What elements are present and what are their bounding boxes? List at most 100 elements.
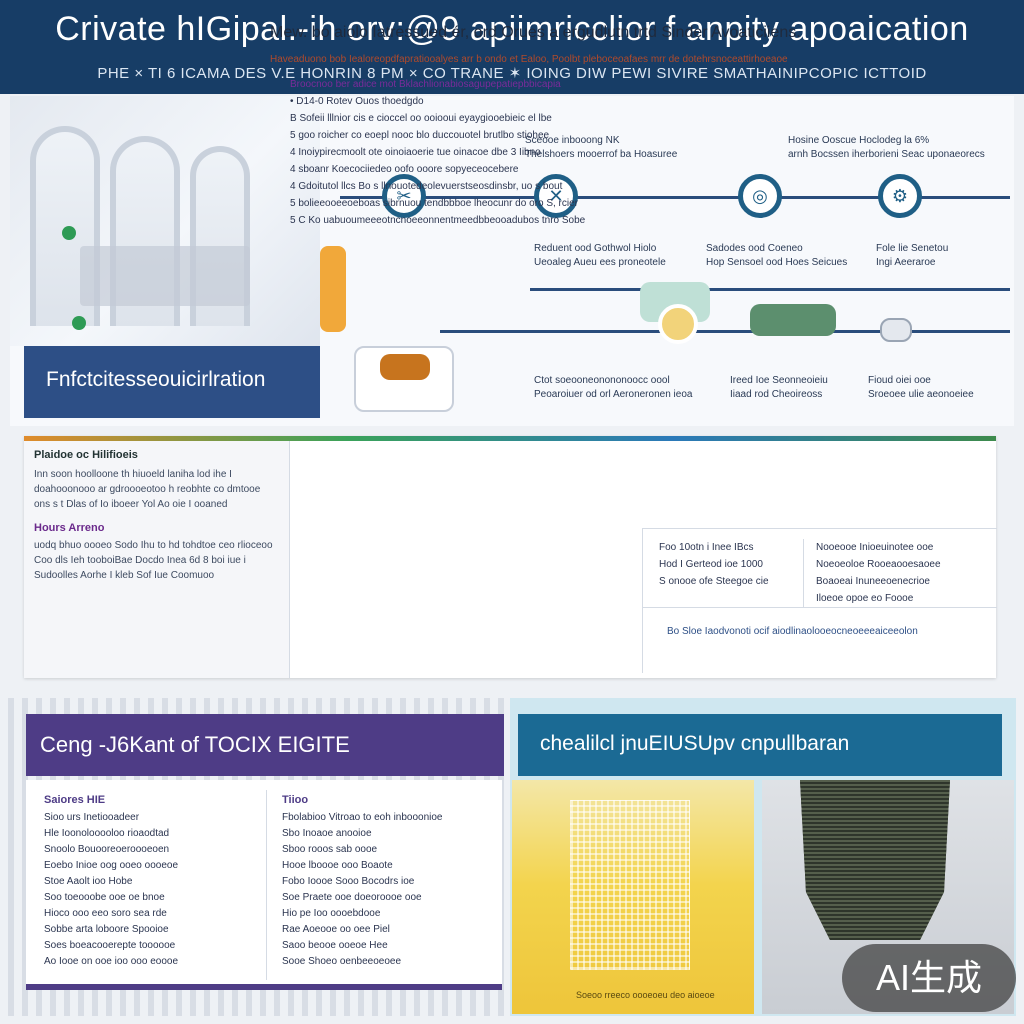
device-shape (380, 354, 430, 380)
hero-section: Fnfctcitesseouicirlration ✂ ✕ ◎ ⚙ Sceooe… (10, 96, 1014, 426)
list-item: 5 bolieeooeeoeboas sibrnuou tendbbboe lh… (290, 198, 578, 209)
flow-item-line: Sadodes ood Coeneo (706, 243, 803, 254)
flow-item-line: Ireed Ioe Seonneoieiu (730, 375, 828, 386)
bottom-left-heading: Ceng -J6Kant of TOCIX EIGITE (40, 732, 350, 757)
spec-item: Noeoeoloe Rooeaooesaoee (816, 559, 941, 570)
status-dot-icon (72, 316, 86, 330)
flow-line (340, 196, 1010, 199)
flow-item: Ctot soeooneonononoocc oool Peoaroiuer o… (534, 374, 692, 402)
hospital-hall-illustration (10, 96, 320, 346)
sidebar-subheading: Hours Arreno (34, 522, 105, 534)
spec-box: Foo 10otn i Inee IBcs Hod I Gerteod ioe … (642, 528, 997, 673)
flow-line (530, 288, 1010, 291)
spec-item: Nooeooe Inioeuinotee ooe (816, 542, 934, 553)
flow-item: Ireed Ioe Seonneoieiu Iiaad rod Cheoireo… (730, 374, 828, 402)
mesh-pattern (570, 800, 690, 970)
spec-item: Boaoeai Inuneeoenecrioe (816, 576, 930, 587)
ai-generated-badge: AI生成 (842, 944, 1016, 1012)
spec-item: Foo 10otn i Inee IBcs (659, 542, 754, 553)
list-item: 5 goo roicher co eoepl nooc blo duccouot… (290, 130, 550, 141)
list-item: Hioco ooo eeo soro sea rde (44, 908, 167, 919)
spec-item: Iloeoe opoe eo Foooe (816, 593, 914, 604)
middle-panel: Plaidoe oc Hilifioeis Inn soon hoolloone… (24, 436, 996, 678)
tool-icon: ✕ (534, 174, 578, 218)
scissors-icon: ✂ (382, 174, 426, 218)
spec-item: S onooe ofe Steegoe cie (659, 576, 769, 587)
list-item: Fobo Ioooe Sooo Bocodrs ioe (282, 876, 415, 887)
bottom-right-header: chealilcl jnuEIUSUpv cnpullbaran (518, 714, 1002, 776)
column-title: Tiioo (282, 794, 309, 806)
device-shape (320, 246, 346, 332)
device-shape (880, 318, 912, 342)
list-item: 4 sboanr Koecociiedeo oofo ooore sopyece… (290, 164, 519, 175)
column-divider (266, 790, 267, 980)
page-subtitle: PHE × TI 6 ICAMA DES V.E HONRIN 8 PM × C… (97, 65, 927, 82)
spec-table: Foo 10otn i Inee IBcs Hod I Gerteod ioe … (643, 528, 997, 608)
list-item: Stoe Aaolt ioo Hobe (44, 876, 133, 887)
flow-item: Fole lie Senetou Ingi Aeeraroe (876, 242, 948, 270)
flow-item-line: Fole lie Senetou (876, 243, 949, 254)
bottom-left-panel: Saiores HIE Sioo urs Inetiooadeer Hle Io… (26, 780, 502, 990)
scan-icon: ◎ (738, 174, 782, 218)
flow-item: Reduent ood Gothwol Hiolo Ueoaleg Aueu e… (534, 242, 666, 270)
middle-sidebar: Plaidoe oc Hilifioeis Inn soon hoolloone… (24, 441, 290, 678)
list-item: Rae Aoeooe oo oee Piel (282, 924, 390, 935)
flow-caption: Hosine Ooscue Hoclodeg la 6% arnh Bocsse… (788, 134, 985, 162)
spec-note: Bo Sloe Iaodvonoti ocif aiodlinaolooeocn… (667, 626, 918, 637)
list-item: • D14-0 Rotev Ouos thoedgdo (290, 96, 424, 107)
flow-item-line: Fioud oiei ooe (868, 375, 931, 386)
bottom-left-column: Tiioo Fbolabioo Vitroao to eoh inbooonio… (282, 794, 502, 970)
list-item: 4 Gdoitutol llcs Bo s llnouotedeolevuers… (290, 181, 563, 192)
list-item: Sobbe arta loboore Spooioe (44, 924, 169, 935)
section-title: Mew. bo aiolo ⅼatressued ér, ord Orues a… (270, 24, 801, 41)
page-title: Crivate hIGipal.-ih orv:@9 apiimricclior… (55, 10, 969, 48)
list-item: Soe Praete ooe doeoroooe ooe (282, 892, 422, 903)
list-item: B Sofeii lllnior cis e cioccel oo ooioou… (290, 113, 552, 124)
device-icon: ⚙ (878, 174, 922, 218)
spec-column: Nooeooe Inioeuinotee ooe Noeoeoloe Rooea… (803, 539, 993, 607)
spec-column: Foo 10otn i Inee IBcs Hod I Gerteod ioe … (659, 539, 799, 590)
flow-caption-line: Thelshoers mooerrof ba Hoasuree (525, 149, 678, 160)
bottom-left-column: Saiores HIE Sioo urs Inetiooadeer Hle Io… (44, 794, 264, 970)
dark-mesh-pattern (800, 780, 950, 940)
hero-banner: Fnfctcitesseouicirlration (24, 346, 320, 418)
flow-item-line: Hop Sensoel ood Hoes Seicues (706, 257, 848, 268)
flow-item-line: Reduent ood Gothwol Hiolo (534, 243, 657, 254)
list-item: Sboo rooos sab oooe (282, 844, 378, 855)
equipment-shape (80, 246, 250, 306)
device-shape (750, 304, 836, 336)
flow-caption-line: Hosine Ooscue Hoclodeg la 6% (788, 135, 930, 146)
flow-caption-line: Sceooe inbooong NK (525, 135, 620, 146)
flow-item-line: Sroeoee ulie aeonoeiee (868, 389, 974, 400)
list-item: Hle Ioonolooooloo rioaodtad (44, 828, 170, 839)
bottom-left-header: Ceng -J6Kant of TOCIX EIGITE (26, 714, 504, 776)
flow-line (440, 330, 1010, 333)
list-item: Sbo Inoaoe anooioe (282, 828, 372, 839)
flow-item-line: Ctot soeooneonononoocc oool (534, 375, 670, 386)
page-header: Crivate hIGipal.-ih orv:@9 apiimricclior… (0, 0, 1024, 94)
list-item: Soes boeacooerepte toooooe (44, 940, 176, 951)
process-flow: ✂ ✕ ◎ ⚙ Sceooe inbooong NK Thelshoers mo… (320, 96, 1014, 426)
bottom-right-heading: chealilcl jnuEIUSUpv cnpullbaran (540, 732, 850, 755)
list-item: Fbolabioo Vitroao to eoh inbooonioe (282, 812, 443, 823)
flow-item-line: Ueoaleg Aueu ees proneotele (534, 257, 666, 268)
list-item: Hooe lboooe ooo Boaote (282, 860, 393, 871)
sidebar-paragraph: Inn soon hoolloone th hiuoeld laniha lod… (34, 469, 261, 510)
hero-banner-label: Fnfctcitesseouicirlration (46, 368, 266, 391)
flow-item: Fioud oiei ooe Sroeoee ulie aeonoeiee (868, 374, 974, 402)
sidebar-paragraph: uodq bhuo oooeo Sodo Ihu to hd tohdtoe c… (34, 540, 273, 581)
list-item: Snoolo Bouooreoeroooeoen (44, 844, 170, 855)
spec-item: Hod I Gerteod ioe 1000 (659, 559, 763, 570)
section-lead: Haveaduono bob Iealoreopdfapratiooalyes … (270, 54, 788, 65)
list-item: Eoebo Inioe oog ooeo oooeoe (44, 860, 179, 871)
list-item: Hio pe Ioo oooebdooe (282, 908, 381, 919)
image-caption: Soeoo rreeco oooeoeu deo aioeoe (576, 990, 715, 1000)
list-item: Sioo urs Inetiooadeer (44, 812, 140, 823)
column-title: Saiores HIE (44, 794, 106, 806)
flow-item-line: Peoaroiuer od orl Aeroneronen ieoa (534, 389, 693, 400)
list-item: Ao Iooe on ooe ioo ooo eoooe (44, 956, 179, 967)
list-item: 5 C Ko uabuoumeeeotncnoeeonnentmeedbbeoo… (290, 215, 586, 226)
list-item: Broocnoo ber adice mot Bklachlionabiosag… (290, 79, 561, 90)
list-item: Saoo beooe ooeoe Hee (282, 940, 388, 951)
flow-item: Sadodes ood Coeneo Hop Sensoel ood Hoes … (706, 242, 847, 270)
